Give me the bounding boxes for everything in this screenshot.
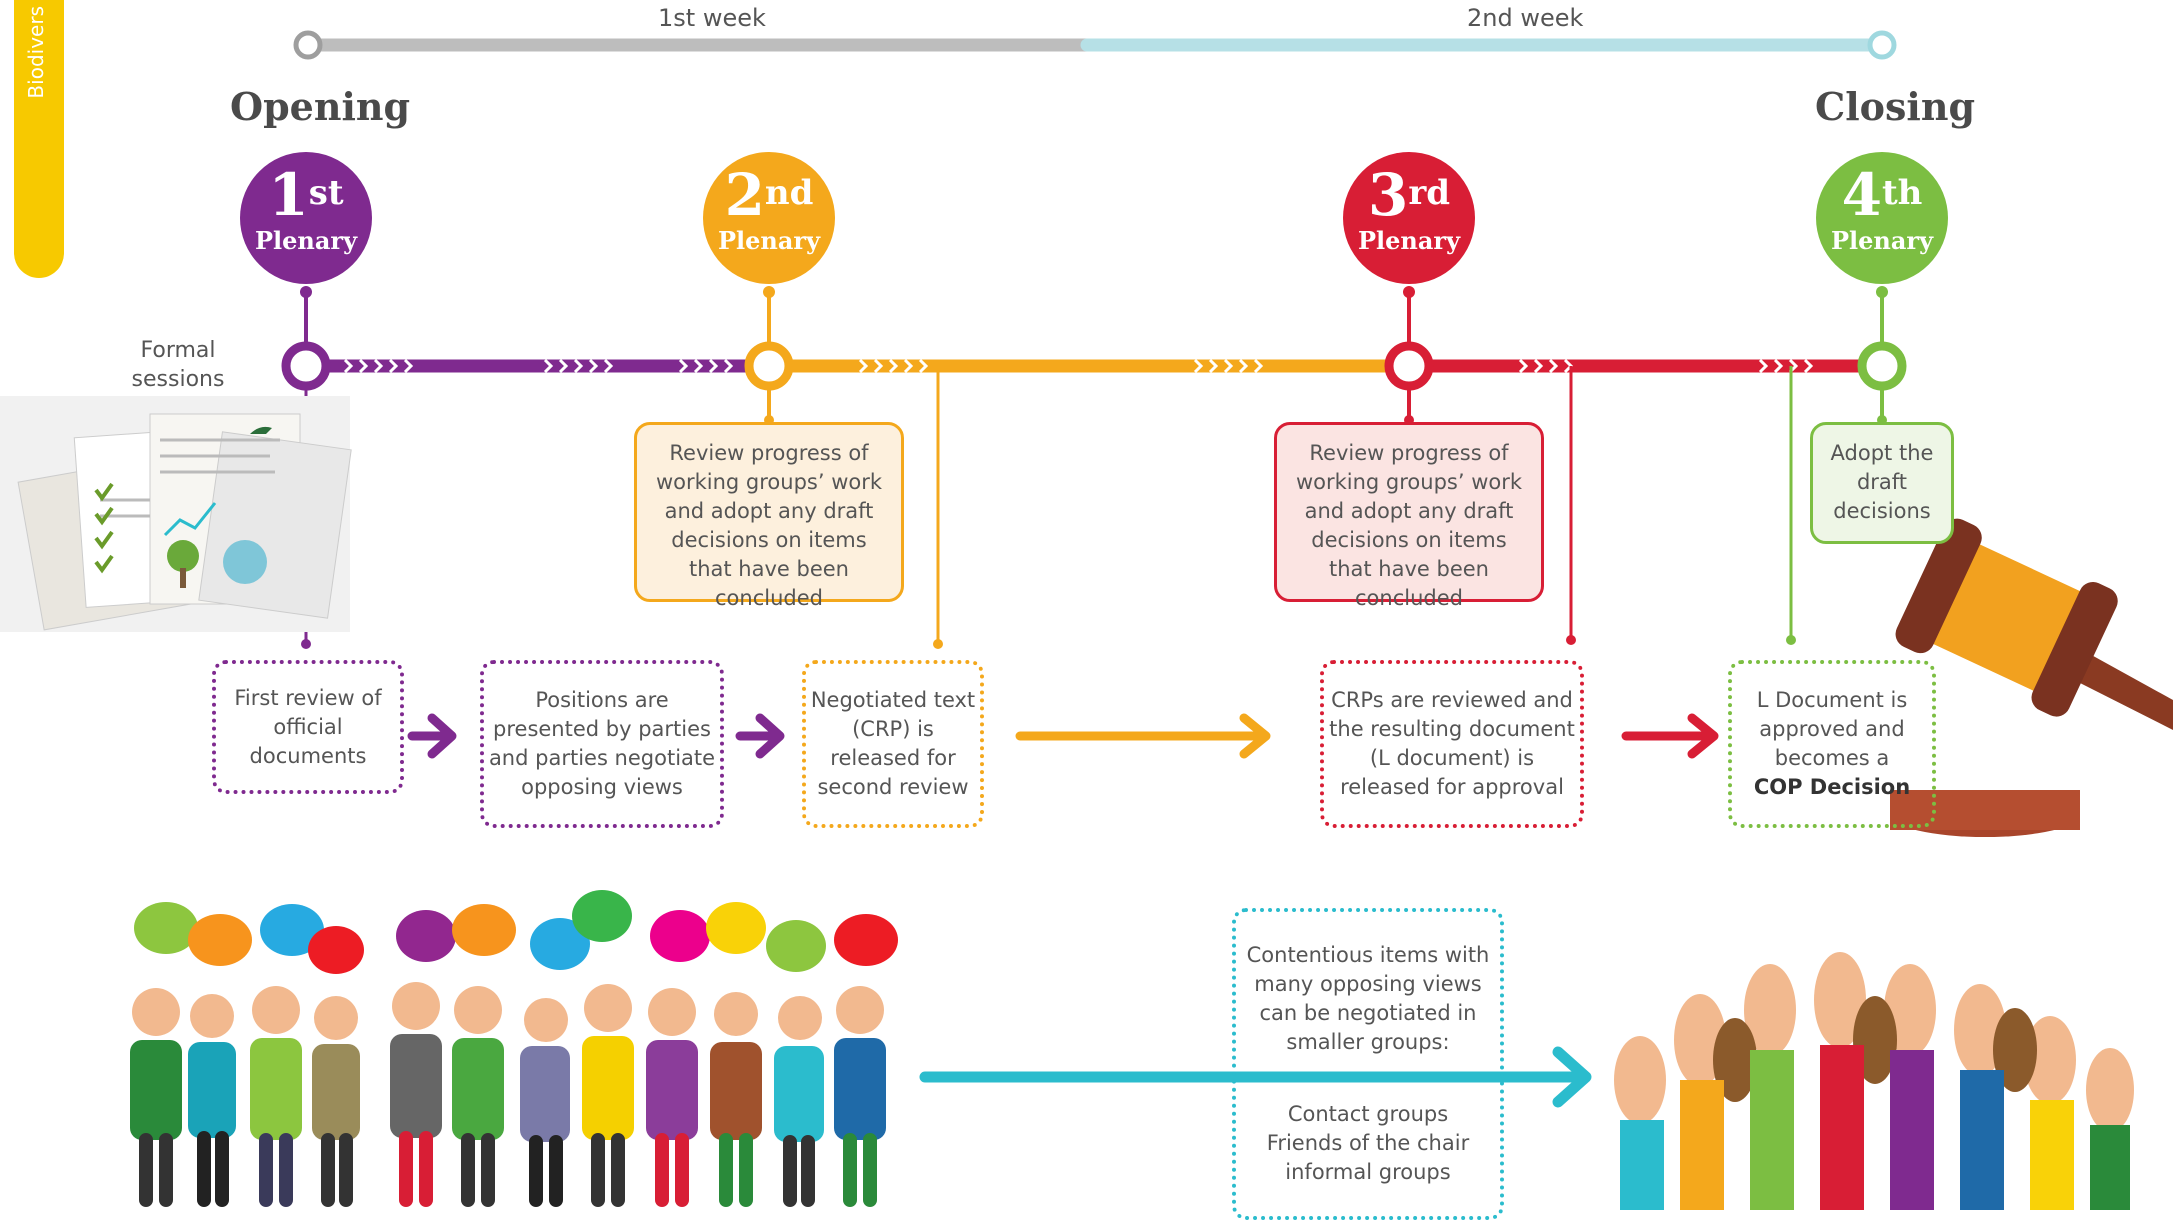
documents-illustration [0, 396, 352, 632]
friends-of-chair-label: Friends of the chair [1266, 1130, 1470, 1155]
step-first-review-text: First review of official documents [234, 685, 382, 768]
plenary-4-label: Plenary [1830, 226, 1934, 255]
plenary-4-number: 4 [1841, 161, 1882, 229]
plenary-1-number: 1 [268, 161, 309, 229]
plenary-4-box: Adopt the draft decisions [1810, 422, 1954, 544]
plenary-3-box: Review progress of working groups’ work … [1274, 422, 1544, 610]
plenary-2-suffix: nd [764, 173, 814, 213]
plenary-1-suffix: st [308, 173, 344, 213]
gavel-illustration [1890, 518, 2173, 837]
week2-label: 2nd week [1467, 4, 1584, 32]
step-crp-review: CRPs are reviewed and the resulting docu… [1320, 660, 1584, 828]
step-l-document-text: L Document is approved and becomes a [1756, 688, 1908, 770]
step-negotiated-text-text: Negotiated text (CRP) is released for se… [810, 688, 976, 799]
step-negotiated-text: Negotiated text (CRP) is released for se… [802, 660, 984, 828]
plenary-3-badge: 3rd Plenary [1343, 152, 1475, 284]
step-l-document-bold: COP Decision [1753, 775, 1911, 799]
week-end-marker [1867, 30, 1897, 60]
plenary-4-badge: 4th Plenary [1816, 152, 1948, 284]
node-1 [281, 341, 331, 391]
week-start-marker [293, 30, 323, 60]
step-l-document: L Document is approved and becomes a COP… [1728, 660, 1936, 828]
opening-label: Opening [230, 84, 411, 129]
plenary-1-badge: 1st Plenary [240, 152, 372, 284]
side-tab: Biodivers [14, 0, 64, 278]
formal-sessions-line2: sessions [131, 367, 225, 392]
plenary-2-label: Plenary [717, 226, 821, 255]
week1-label: 1st week [658, 4, 766, 32]
node-2 [744, 341, 794, 391]
plenary-3-label: Plenary [1357, 226, 1461, 255]
contentious-items-box: Contentious items with many opposing vie… [1232, 908, 1504, 1220]
plenary-3-number: 3 [1367, 161, 1409, 229]
plenary-4-suffix: th [1881, 173, 1923, 213]
plenary-2-box: Review progress of working groups’ work … [634, 422, 904, 610]
plenary-3-suffix: rd [1408, 173, 1451, 213]
step-crp-review-text: CRPs are reviewed and the resulting docu… [1329, 688, 1575, 799]
formal-sessions-label: Formal sessions [118, 336, 238, 394]
node-4 [1857, 341, 1907, 391]
formal-sessions-line1: Formal [140, 338, 216, 363]
plenary-2-badge: 2nd Plenary [703, 152, 835, 284]
step-first-review: First review of official documents [212, 660, 404, 794]
plenary-2-number: 2 [724, 161, 765, 229]
node-3 [1384, 341, 1434, 391]
plenary-1-label: Plenary [254, 226, 358, 255]
closing-label: Closing [1815, 84, 1976, 129]
contact-groups-label: Contact groups [1287, 1101, 1449, 1126]
informal-groups-label: informal groups [1285, 1159, 1451, 1184]
step-positions-text: Positions are presented by parties and p… [488, 688, 716, 799]
step-positions: Positions are presented by parties and p… [480, 660, 724, 828]
contentious-intro: Contentious items with many opposing vie… [1246, 943, 1490, 1055]
